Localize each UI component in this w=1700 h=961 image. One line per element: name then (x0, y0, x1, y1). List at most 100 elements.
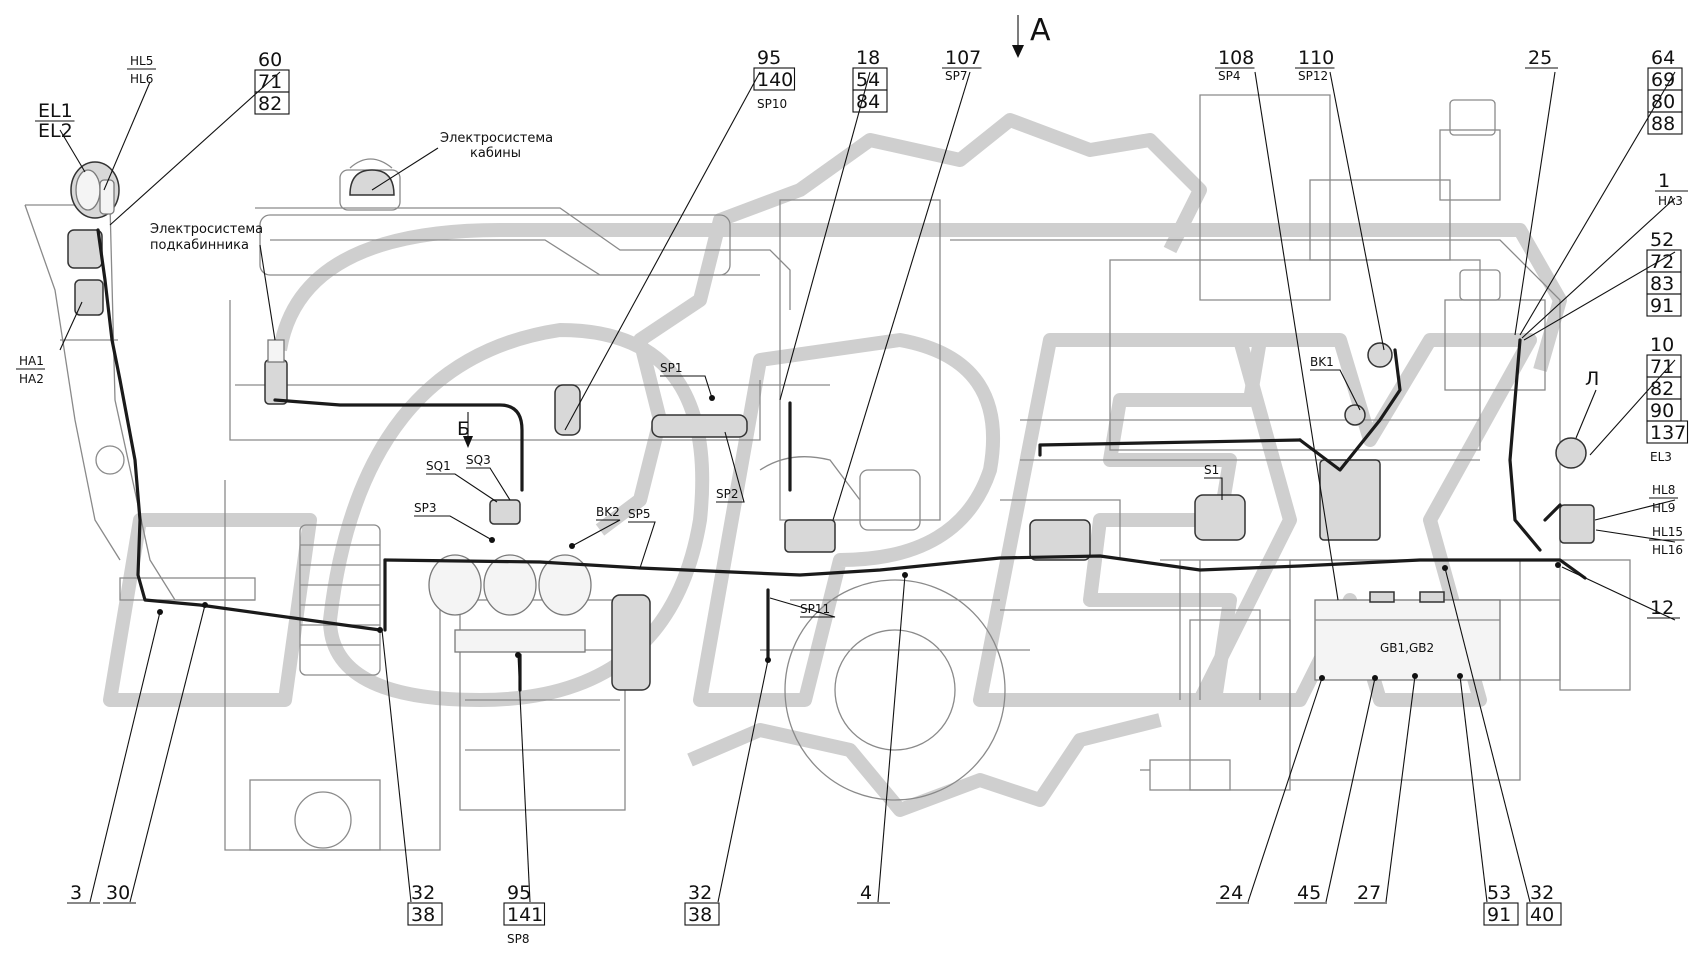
battery-pack (1314, 591, 1501, 681)
callout-p-hl56-line-1: HL6 (130, 72, 153, 86)
callout-p-12-line-0: 12 (1650, 597, 1674, 619)
callout-p-hl89-line-1: HL9 (1652, 501, 1675, 515)
cab-system-label-1: Электросистема (440, 131, 553, 146)
callout-b-4-line-0: 4 (860, 882, 872, 904)
callout-p-107-line-1: SP7 (945, 69, 968, 83)
callout-leader-b-32a (381, 629, 412, 903)
subcab-system-label-1: Электросистема (150, 222, 263, 237)
callout-leader-p-ha12 (59, 301, 83, 351)
callout-leader-b-4 (877, 574, 906, 903)
callout-p-64-line-1: 69 (1651, 69, 1675, 91)
callout-p-108-line-0: 108 (1218, 47, 1254, 69)
callout-leader-b-32c (1444, 567, 1531, 903)
callout-p-52-line-2: 83 (1650, 273, 1674, 295)
callout-b-27: 27 (1354, 882, 1387, 904)
callout-p-18-line-2: 84 (856, 91, 880, 113)
callout-b-32a-line-0: 32 (411, 882, 435, 904)
callout-p-10-line-4: 137 (1650, 422, 1686, 444)
callout-b-3: 3 (67, 882, 100, 904)
callout-p-52-line-1: 72 (1650, 251, 1674, 273)
callout-leader-b-53 (1459, 675, 1488, 903)
horn-icon (67, 229, 103, 269)
callout-p-10-line-5: EL3 (1650, 450, 1672, 464)
callout-b-27-line-0: 27 (1357, 882, 1381, 904)
callout-p-ha12-line-0: HA1 (19, 354, 44, 368)
node-sp1-leader (660, 375, 713, 399)
callout-b-24: 24 (1216, 882, 1249, 904)
callout-leader-p-12 (1561, 566, 1676, 621)
harness (96, 228, 1587, 692)
callout-p-95-140-line-2: SP10 (757, 97, 787, 111)
beacon-cab (349, 169, 395, 196)
callout-b-32b-line-0: 32 (688, 882, 712, 904)
node-sq3: SQ3 (466, 453, 491, 467)
node-bk1: BK1 (1310, 355, 1334, 369)
node-gb: GB1,GB2 (1380, 641, 1434, 655)
callout-leader-p-52 (1523, 251, 1676, 341)
filter-icon (611, 594, 651, 691)
callout-p-60-line-0: 60 (258, 49, 282, 71)
callout-p-10-line-2: 82 (1650, 378, 1674, 400)
callout-p-18-line-0: 18 (856, 47, 880, 69)
callout-box (852, 89, 888, 113)
view-l-mark: Л (1585, 368, 1599, 390)
callout-leader-p-el (59, 129, 86, 173)
node-bk2: BK2 (596, 505, 620, 519)
node-sp2-leader (716, 431, 745, 503)
callout-p-10-line-0: 10 (1650, 334, 1674, 356)
node-sp3: SP3 (414, 501, 437, 515)
callout-b-24-line-0: 24 (1219, 882, 1243, 904)
callout-b-32b-line-1: 38 (688, 904, 712, 926)
callout-p-1-line-0: 1 (1658, 170, 1670, 192)
callout-b-30-line-0: 30 (106, 882, 130, 904)
callout-b-30: 30 (103, 882, 136, 904)
node-sp1: SP1 (660, 361, 683, 375)
cab-system-label-2: кабины (470, 146, 521, 161)
callout-box (503, 902, 546, 926)
node-sp5: SP5 (628, 507, 651, 521)
callout-p-64-line-2: 80 (1651, 91, 1675, 113)
node-sq1: SQ1 (426, 459, 451, 473)
leaders (59, 71, 1676, 903)
work-light-icon (1555, 437, 1587, 469)
callout-leader-p-64 (1519, 71, 1676, 336)
horn-icon (74, 279, 104, 316)
node-sp5-leader (628, 521, 656, 569)
callout-box (1526, 902, 1562, 926)
callout-p-110-line-0: 110 (1298, 47, 1334, 69)
callout-box (1483, 902, 1519, 926)
callout-p-ha12-line-1: HA2 (19, 372, 44, 386)
callout-b-95-141-line-0: 95 (507, 882, 531, 904)
callout-leader-b-24 (1247, 677, 1323, 903)
view-l-leader (1575, 389, 1597, 439)
callout-box (1647, 111, 1683, 135)
callout-p-95-140-line-1: 140 (757, 69, 793, 91)
callout-box (407, 902, 443, 926)
callout-b-53-line-0: 53 (1487, 882, 1511, 904)
view-b-arrowhead (463, 436, 473, 448)
view-a-arrowhead (1012, 45, 1024, 58)
callout-p-10-line-1: 71 (1650, 356, 1674, 378)
callout-leader-b-32b (717, 659, 769, 903)
air-reservoir-icon (538, 554, 592, 616)
callout-b-32c-line-1: 40 (1530, 904, 1554, 926)
callout-leader-p-hl56 (103, 81, 151, 191)
callout-b-95-141-line-2: SP8 (507, 932, 530, 946)
tractor-outline (24, 94, 1631, 851)
node-s1: S1 (1204, 463, 1219, 477)
